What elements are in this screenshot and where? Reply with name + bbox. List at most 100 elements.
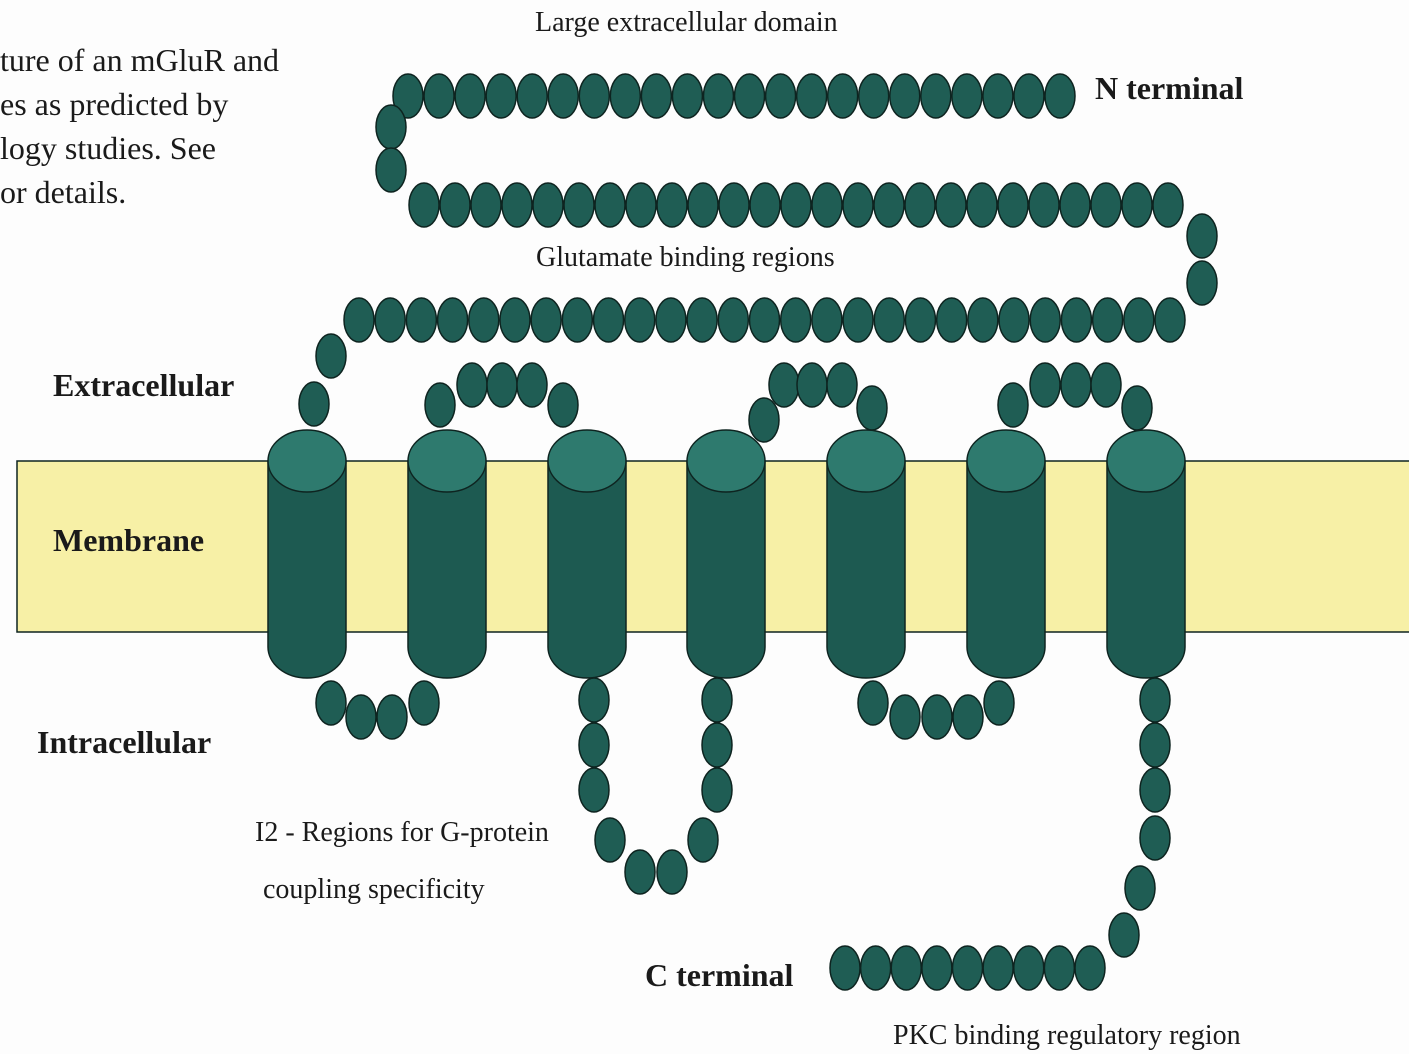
amino-acid-bead [797, 363, 827, 407]
amino-acid-bead [688, 818, 718, 862]
amino-acid-bead [531, 298, 561, 342]
amino-acid-bead [967, 183, 997, 227]
amino-acid-bead [409, 681, 439, 725]
amino-acid-bead [502, 183, 532, 227]
amino-acid-bead [890, 74, 920, 118]
amino-acid-bead [702, 723, 732, 767]
amino-acid-bead [548, 74, 578, 118]
transmembrane-helix-3 [548, 430, 626, 678]
amino-acid-bead [874, 298, 904, 342]
amino-acid-bead [687, 298, 717, 342]
amino-acid-bead [968, 298, 998, 342]
amino-acid-bead [1075, 946, 1105, 990]
amino-acid-bead [486, 74, 516, 118]
amino-acid-bead [1155, 298, 1185, 342]
amino-acid-bead [1122, 386, 1152, 430]
amino-acid-bead [657, 183, 687, 227]
amino-acid-bead [937, 298, 967, 342]
amino-acid-bead [1044, 946, 1074, 990]
amino-acid-bead [891, 946, 921, 990]
i2-region-label-line1: I2 - Regions for G-protein [255, 817, 549, 848]
c-terminal-label: C terminal [645, 957, 794, 993]
amino-acid-bead [1091, 183, 1121, 227]
amino-acid-bead [500, 298, 530, 342]
amino-acid-bead [1125, 866, 1155, 910]
amino-acid-bead [998, 383, 1028, 427]
pkc-region-label: PKC binding regulatory region [893, 1020, 1241, 1051]
amino-acid-bead [953, 695, 983, 739]
amino-acid-bead [344, 298, 374, 342]
amino-acid-bead [861, 946, 891, 990]
amino-acid-bead [750, 183, 780, 227]
amino-acid-bead [1140, 816, 1170, 860]
membrane-label: Membrane [53, 522, 204, 558]
amino-acid-bead [1140, 768, 1170, 812]
amino-acid-bead [656, 298, 686, 342]
amino-acid-bead [922, 695, 952, 739]
amino-acid-bead [517, 74, 547, 118]
amino-acid-bead [564, 183, 594, 227]
amino-acid-bead [983, 74, 1013, 118]
amino-acid-bead [1187, 214, 1217, 258]
n-terminal-label: N terminal [1095, 70, 1244, 106]
amino-acid-bead [440, 183, 470, 227]
extracellular-label: Extracellular [53, 367, 234, 403]
amino-acid-bead [718, 298, 748, 342]
helix-body [687, 461, 765, 678]
amino-acid-bead [625, 850, 655, 894]
amino-acid-bead [843, 183, 873, 227]
amino-acid-bead [471, 183, 501, 227]
amino-acid-bead [1030, 298, 1060, 342]
amino-acid-bead [905, 298, 935, 342]
amino-acid-bead [781, 183, 811, 227]
helix-top-cap [408, 430, 486, 492]
amino-acid-bead [766, 74, 796, 118]
amino-acid-bead [1140, 723, 1170, 767]
amino-acid-bead [984, 681, 1014, 725]
amino-acid-bead [1140, 678, 1170, 722]
transmembrane-helix-1 [268, 430, 346, 678]
amino-acid-bead [1093, 298, 1123, 342]
amino-acid-bead [874, 183, 904, 227]
helix-body [548, 461, 626, 678]
amino-acid-bead [469, 298, 499, 342]
transmembrane-helix-7 [1107, 430, 1185, 678]
amino-acid-bead [1091, 363, 1121, 407]
amino-acid-bead [953, 946, 983, 990]
amino-acid-bead [812, 298, 842, 342]
amino-acid-bead [828, 74, 858, 118]
helix-top-cap [967, 430, 1045, 492]
amino-acid-bead [983, 946, 1013, 990]
amino-acid-bead [346, 695, 376, 739]
amino-acid-bead [1045, 74, 1075, 118]
transmembrane-helix-2 [408, 430, 486, 678]
amino-acid-bead [595, 818, 625, 862]
amino-acid-bead [517, 363, 547, 407]
amino-acid-bead [594, 298, 624, 342]
amino-acid-bead [1061, 363, 1091, 407]
helix-top-cap [687, 430, 765, 492]
amino-acid-bead [641, 74, 671, 118]
amino-acid-bead [626, 183, 656, 227]
amino-acid-bead [548, 383, 578, 427]
helix-top-cap [548, 430, 626, 492]
amino-acid-bead [316, 334, 346, 378]
amino-acid-bead [377, 695, 407, 739]
amino-acid-bead [579, 74, 609, 118]
amino-acid-bead [409, 183, 439, 227]
amino-acid-bead [719, 183, 749, 227]
large-extracellular-domain-label: Large extracellular domain [535, 7, 838, 38]
amino-acid-bead [703, 74, 733, 118]
glutamate-binding-regions-label: Glutamate binding regions [536, 242, 835, 273]
transmembrane-helix-5 [827, 430, 905, 678]
amino-acid-bead [579, 678, 609, 722]
amino-acid-bead [905, 183, 935, 227]
amino-acid-bead [1124, 298, 1154, 342]
amino-acid-bead [1109, 913, 1139, 957]
i2-region-label-line2: coupling specificity [263, 874, 485, 905]
amino-acid-bead [375, 298, 405, 342]
amino-acid-bead [750, 298, 780, 342]
helix-body [1107, 461, 1185, 678]
amino-acid-bead [1030, 363, 1060, 407]
